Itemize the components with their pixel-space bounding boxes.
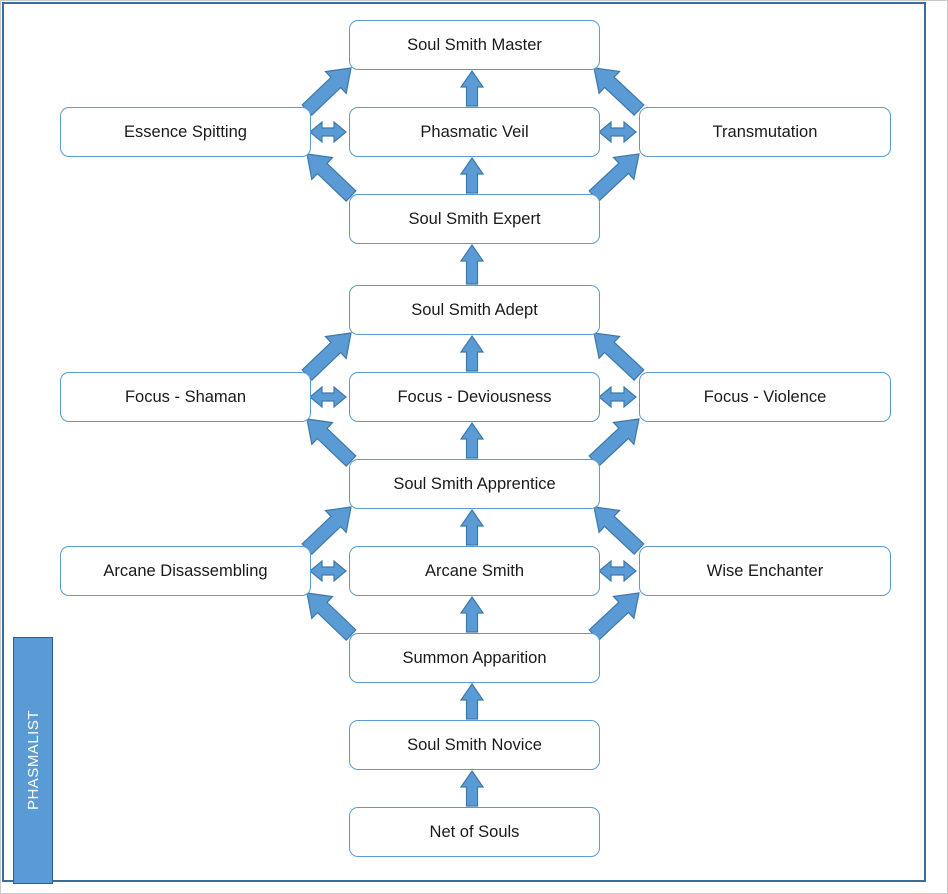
node-label: Focus - Deviousness (397, 387, 552, 406)
node-focus-violence[interactable]: Focus - Violence (639, 372, 891, 422)
arrow-up-5 (459, 508, 485, 547)
node-focus-deviousness[interactable]: Focus - Deviousness (349, 372, 600, 422)
node-label: Focus - Violence (703, 387, 827, 406)
node-focus-shaman[interactable]: Focus - Shaman (60, 372, 311, 422)
node-label: Arcane Disassembling (103, 561, 268, 580)
node-label: Transmutation (712, 122, 818, 141)
node-label: Soul Smith Novice (407, 735, 542, 754)
arrow-bidirectional-l2 (309, 557, 347, 585)
arrow-up-0 (459, 69, 485, 108)
arrow-up-2 (459, 243, 485, 286)
node-summon-apparition[interactable]: Summon Apparition (349, 633, 600, 683)
node-label: Essence Spitting (124, 122, 247, 141)
arrow-bidirectional-l1 (309, 383, 347, 411)
node-label: Net of Souls (429, 822, 520, 841)
node-soul-smith-novice[interactable]: Soul Smith Novice (349, 720, 600, 770)
arrow-bidirectional-r1 (598, 383, 637, 411)
category-bar-phasmalist: PHASMALIST (13, 637, 53, 884)
node-label: Summon Apparition (402, 648, 547, 667)
node-wise-enchanter[interactable]: Wise Enchanter (639, 546, 891, 596)
node-phasmatic-veil[interactable]: Phasmatic Veil (349, 107, 600, 157)
arrow-up-4 (459, 421, 485, 460)
arrow-up-1 (459, 156, 485, 195)
arrow-bidirectional-l0 (309, 118, 347, 146)
node-arcane-disassembling[interactable]: Arcane Disassembling (60, 546, 311, 596)
node-label: Soul Smith Adept (411, 300, 538, 319)
node-label: Soul Smith Apprentice (393, 474, 556, 493)
node-net-of-souls[interactable]: Net of Souls (349, 807, 600, 857)
arrow-bidirectional-r0 (598, 118, 637, 146)
node-soul-smith-adept[interactable]: Soul Smith Adept (349, 285, 600, 335)
category-bar-label: PHASMALIST (24, 710, 42, 811)
node-soul-smith-apprentice[interactable]: Soul Smith Apprentice (349, 459, 600, 509)
arrow-up-3 (459, 334, 485, 373)
arrow-up-7 (459, 682, 485, 721)
node-soul-smith-expert[interactable]: Soul Smith Expert (349, 194, 600, 244)
arrow-up-6 (459, 595, 485, 634)
node-label: Phasmatic Veil (420, 122, 529, 141)
node-soul-smith-master[interactable]: Soul Smith Master (349, 20, 600, 70)
node-label: Soul Smith Master (407, 35, 542, 54)
node-arcane-smith[interactable]: Arcane Smith (349, 546, 600, 596)
arrow-bidirectional-r2 (598, 557, 637, 585)
node-essence-spitting[interactable]: Essence Spitting (60, 107, 311, 157)
arrow-diagonal-R-up-0 (572, 46, 661, 132)
node-label: Arcane Smith (424, 561, 525, 580)
node-label: Soul Smith Expert (408, 209, 541, 228)
arrow-diagonal-R-up-2 (572, 485, 661, 571)
node-transmutation[interactable]: Transmutation (639, 107, 891, 157)
node-label: Wise Enchanter (706, 561, 824, 580)
diagram-frame: PHASMALIST Soul Smith Master Phasmatic V… (2, 2, 926, 884)
node-label: Focus - Shaman (124, 387, 247, 406)
arrow-up-8 (459, 769, 485, 808)
arrow-diagonal-R-up-1 (572, 311, 661, 397)
